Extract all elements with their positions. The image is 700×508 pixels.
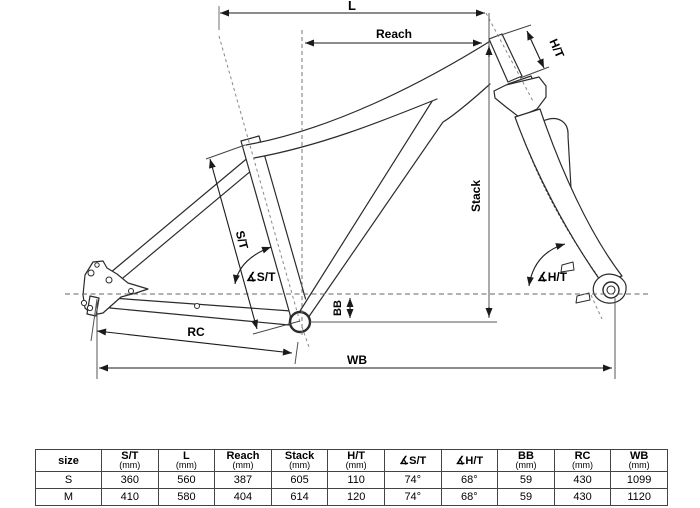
dimension-lines [96,9,612,372]
cell-s-stack: 605 [270,471,329,489]
label-st: S/T [233,229,252,251]
header-size: size [35,449,102,472]
bottom-bracket [288,310,312,334]
cell-s-wb: 1099 [610,471,668,489]
dim-rc [96,328,293,356]
dim-angle-st-arc [232,246,272,285]
cell-m-l: 580 [157,488,216,506]
cell-m-bb: 59 [497,488,555,506]
label-bb: BB [332,300,344,316]
front-hub [592,273,627,304]
rc-extension-right [294,341,299,365]
fork-crown [493,76,547,118]
table-header-row: size S/T(mm) L(mm) Reach(mm) Stack(mm) H… [35,449,668,472]
bike-frame-drawing [80,33,627,334]
seat-tube-axis-line [218,35,310,348]
label-stack: Stack [469,180,483,212]
cell-s-ht: 110 [327,471,385,489]
header-l: L(mm) [157,449,216,472]
dimension-labels: L Reach H/T Stack S/T ∡S/T ∡H/T BB RC WB [187,0,567,367]
cell-m-stack: 614 [270,488,329,506]
dim-angle-ht-arc [526,243,566,287]
geometry-table: size S/T(mm) L(mm) Reach(mm) Stack(mm) H… [35,449,668,506]
frame-geometry-diagram: L Reach H/T Stack S/T ∡S/T ∡H/T BB RC WB [65,0,648,379]
steering-axis-line [485,12,603,320]
label-rc: RC [187,325,205,339]
ht-tick-bottom [519,66,550,79]
label-l: L [348,0,356,13]
st-tick-top [205,144,246,160]
cell-s-rc: 430 [553,471,612,489]
label-reach: Reach [376,27,412,41]
header-angle-st: ∡S/T [383,449,442,472]
cell-m-ht: 120 [327,488,385,506]
rear-dropout [80,260,149,317]
cell-s-angle-st: 74° [383,471,442,489]
cell-m-st: 410 [101,488,159,506]
ht-tick-top [500,24,532,36]
header-reach: Reach(mm) [214,449,272,472]
label-angle-st: ∡S/T [246,270,276,284]
frame-diagram-svg: L Reach H/T Stack S/T ∡S/T ∡H/T BB RC WB [65,0,648,379]
cell-s-size: S [35,471,102,489]
cell-m-angle-st: 74° [383,488,442,506]
cell-m-rc: 430 [553,488,612,506]
cell-m-size: M [35,488,102,506]
table-row-size-m: M 410 580 404 614 120 74° 68° 59 430 112… [35,488,668,506]
header-rc: RC(mm) [553,449,612,472]
chain-stay [109,297,292,326]
cell-s-l: 560 [157,471,216,489]
header-stack: Stack(mm) [270,449,329,472]
cell-m-wb: 1120 [610,488,668,506]
rc-extension-left [90,298,98,342]
header-ht: H/T(mm) [327,449,385,472]
cell-s-angle-ht: 68° [440,471,499,489]
header-wb: WB(mm) [610,449,668,472]
table-row-size-s: S 360 560 387 605 110 74° 68° 59 430 109… [35,471,668,489]
cell-s-bb: 59 [497,471,555,489]
label-ht: H/T [546,37,567,61]
down-tube [288,79,519,332]
cell-m-reach: 404 [214,488,272,506]
label-angle-ht: ∡H/T [537,270,568,284]
header-st: S/T(mm) [101,449,159,472]
dim-ht [526,30,545,69]
top-tube [245,39,512,159]
cell-s-reach: 387 [214,471,272,489]
reference-lines [65,6,648,379]
seat-stay [103,155,259,289]
header-bb: BB(mm) [497,449,555,472]
dim-st [209,158,258,330]
seat-tube [240,135,312,326]
cell-s-st: 360 [101,471,159,489]
cell-m-angle-ht: 68° [440,488,499,506]
label-wb: WB [347,353,367,367]
header-angle-ht: ∡H/T [440,449,499,472]
